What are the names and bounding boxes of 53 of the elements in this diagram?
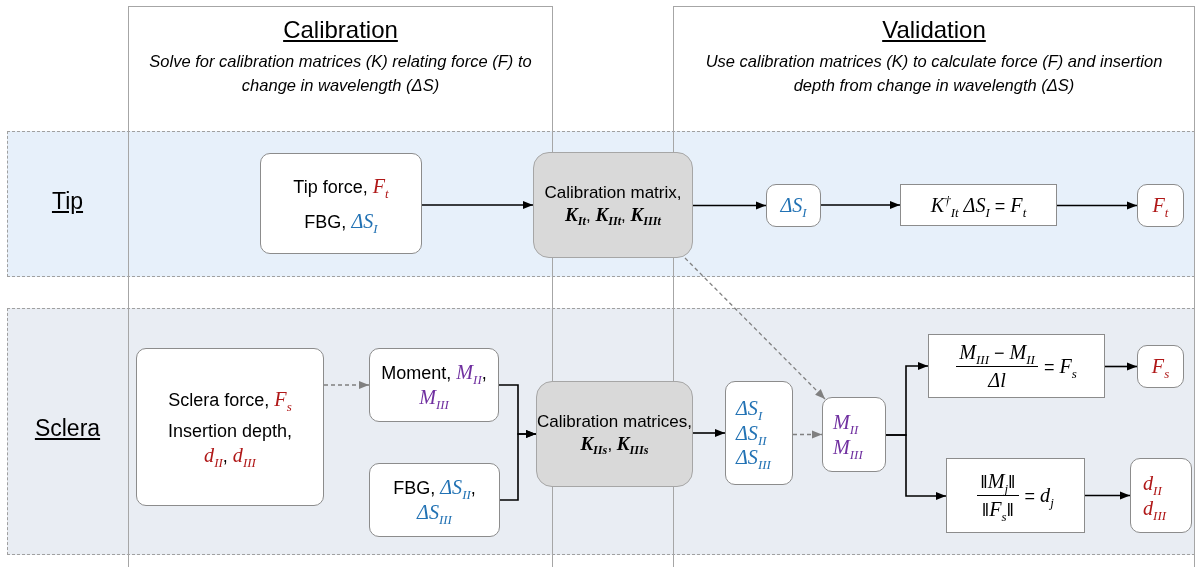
- box-text: ΔS$_{I}$: [780, 193, 807, 218]
- process-box: [1137, 184, 1184, 227]
- column-description: Solve for calibration matrices (K) relating force (F) to change in wavelength (ΔS): [149, 52, 532, 94]
- dashed-arrow: [684, 257, 826, 400]
- process-box: [136, 348, 324, 506]
- denominator: Δl: [988, 367, 1006, 393]
- process-box: [369, 348, 499, 422]
- box-text: ΔS$_{I}$ ΔS$_{II}$ ΔS$_{III}$: [736, 396, 772, 470]
- equation-text: = F$_{s}$: [1043, 353, 1077, 379]
- column-heading: Validation: [882, 16, 986, 43]
- row-label: Sclera: [34, 415, 101, 441]
- box-text: Insertion depth, d$_{II}$, d$_{III}$: [166, 421, 294, 468]
- matrix-box: [533, 152, 693, 258]
- box-text: d$_{II}$ d$_{III}$: [1143, 470, 1168, 521]
- box-text: FBG, ΔS$_{II}$, ΔS$_{III}$: [392, 475, 477, 525]
- equation-text: = d$_{j}$: [1024, 483, 1054, 508]
- row-label: Tip: [51, 188, 84, 214]
- box-text: F$_{t}$: [1152, 193, 1169, 218]
- process-box: [369, 463, 500, 537]
- arrow: [885, 434, 947, 500]
- matrix-box: [536, 381, 693, 487]
- arrow: [820, 201, 901, 209]
- box-text: Sclera force, F$_{s}$: [168, 386, 292, 412]
- arrow: [692, 201, 767, 210]
- process-box: [260, 153, 422, 254]
- box-text: F$_{s}$: [1151, 354, 1170, 379]
- box-text: Calibration matrices, K$_{IIs}$, K$_{IIIs}$: [537, 412, 692, 456]
- process-box: [900, 184, 1057, 226]
- dashed-arrow: [323, 381, 370, 389]
- box-text: M$_{II}$ M$_{III}$: [833, 409, 864, 460]
- dashed-arrow: [792, 430, 823, 439]
- formula-box: [928, 334, 1105, 398]
- process-box: [766, 184, 821, 227]
- numerator: M$_{III}$ − M$_{II}$: [956, 339, 1038, 367]
- formula-box: [946, 458, 1085, 533]
- process-box: [822, 397, 886, 472]
- process-box: [1137, 345, 1184, 388]
- arrow: [1104, 362, 1138, 371]
- box-text: Moment, M$_{II}$, M$_{III}$: [380, 360, 488, 410]
- box-text: Tip force, F$_{t}$: [293, 173, 389, 199]
- arrow: [692, 429, 726, 437]
- process-box: [725, 381, 793, 485]
- arrow: [1084, 491, 1131, 500]
- denominator: ‖F$_{s}$‖: [981, 497, 1014, 522]
- arrow: [499, 430, 537, 501]
- box-text: FBG, ΔS$_{I}$: [304, 208, 378, 234]
- arrow: [421, 201, 534, 209]
- arrow: [1056, 201, 1138, 210]
- column-heading: Calibration: [283, 16, 398, 43]
- column-description: Use calibration matrices (K) to calculate force (F) and insertion depth from change in wavelength (ΔS): [705, 52, 1163, 94]
- process-box: [1130, 458, 1192, 533]
- equation-text: K$^{†}$$_{It}$ ΔS$_{I}$ = F$_{t}$: [930, 192, 1027, 218]
- box-text: Calibration matrix, K$_{It}$, K$_{IIt}$, K$_{IIIt}$: [543, 183, 683, 227]
